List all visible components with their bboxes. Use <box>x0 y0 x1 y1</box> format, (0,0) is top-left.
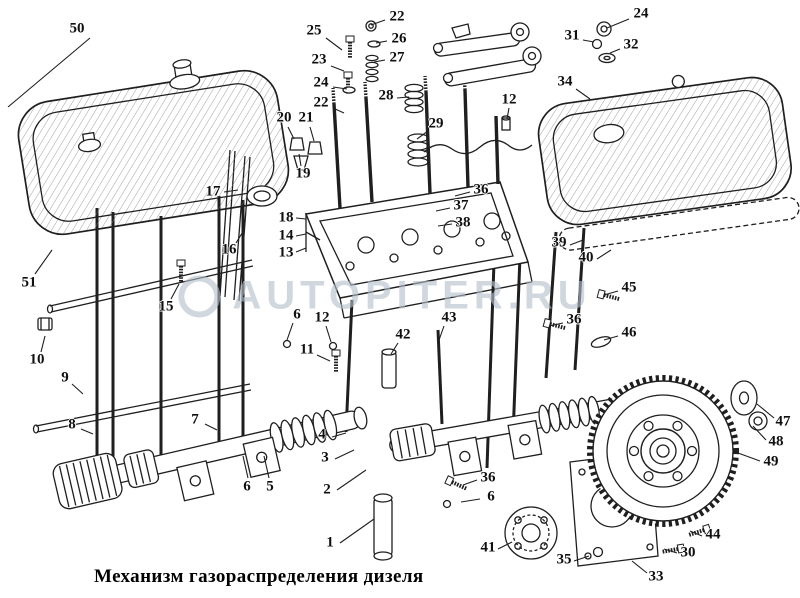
part-label-19: 19 <box>295 165 311 182</box>
part-label-34: 34 <box>557 73 573 90</box>
part-label-18: 18 <box>278 209 294 226</box>
part-label-39: 39 <box>551 234 567 251</box>
part-label-22: 22 <box>389 8 405 25</box>
part-label-25: 25 <box>306 22 322 39</box>
center-bottom-parts <box>282 329 471 561</box>
part-label-4: 4 <box>318 426 326 443</box>
rocker-arms <box>432 22 542 87</box>
part-label-8: 8 <box>68 416 76 433</box>
left-rocker-shaft-assembly <box>52 406 368 510</box>
part-label-6: 6 <box>487 488 495 505</box>
camshaft-gear <box>587 375 739 527</box>
part-label-46: 46 <box>621 324 637 341</box>
top-fasteners <box>246 20 429 252</box>
part-label-24: 24 <box>313 74 329 91</box>
part-label-1: 1 <box>326 534 334 551</box>
cylinder-head <box>304 139 533 319</box>
part-label-11: 11 <box>299 341 315 358</box>
part-label-6: 6 <box>293 306 301 323</box>
part-label-40: 40 <box>578 249 594 266</box>
part-label-50: 50 <box>69 20 85 37</box>
part-label-21: 21 <box>298 109 314 126</box>
part-label-13: 13 <box>278 244 294 261</box>
part-label-15: 15 <box>158 298 174 315</box>
autopiter-logo-icon <box>178 275 221 317</box>
part-label-42: 42 <box>395 326 411 343</box>
watermark: AUTOPITER.RU <box>178 274 591 319</box>
part-label-37: 37 <box>453 197 469 214</box>
part-label-47: 47 <box>775 413 791 430</box>
part-label-12: 12 <box>501 91 517 108</box>
part-label-22: 22 <box>313 94 329 111</box>
part-label-12: 12 <box>314 309 330 326</box>
part-label-5: 5 <box>266 478 274 495</box>
part-label-14: 14 <box>278 227 294 244</box>
part-label-10: 10 <box>29 351 45 368</box>
part-label-20: 20 <box>276 109 292 126</box>
part-label-48: 48 <box>768 433 784 450</box>
part-label-9: 9 <box>61 369 69 386</box>
part-label-49: 49 <box>763 453 779 470</box>
part-label-33: 33 <box>648 568 664 585</box>
left-valve-cover <box>17 59 290 236</box>
part-label-36: 36 <box>566 311 582 328</box>
part-label-36: 36 <box>473 181 489 198</box>
part-label-51: 51 <box>21 274 37 291</box>
part-label-17: 17 <box>205 183 221 200</box>
part-label-35: 35 <box>556 551 572 568</box>
part-label-23: 23 <box>311 51 327 68</box>
part-label-24: 24 <box>633 5 649 22</box>
part-label-36: 36 <box>480 469 496 486</box>
right-valve-cover <box>537 74 800 251</box>
part-label-45: 45 <box>621 279 637 296</box>
part-label-38: 38 <box>455 214 471 231</box>
part-label-27: 27 <box>389 49 405 66</box>
part-label-6: 6 <box>243 478 251 495</box>
part-label-30: 30 <box>680 544 696 561</box>
part-label-43: 43 <box>441 309 457 326</box>
part-label-2: 2 <box>323 481 331 498</box>
part-label-32: 32 <box>623 36 639 53</box>
part-label-41: 41 <box>480 539 496 556</box>
left-small-parts <box>37 258 187 331</box>
head-studs <box>332 89 500 209</box>
part-label-3: 3 <box>321 449 329 466</box>
part-label-28: 28 <box>378 87 394 104</box>
part-label-16: 16 <box>221 241 237 258</box>
camshaft-flange <box>504 506 558 560</box>
part-label-31: 31 <box>564 27 580 44</box>
part-label-26: 26 <box>391 30 407 47</box>
watermark-text: AUTOPITER.RU <box>232 273 592 318</box>
caption: Механизм газораспределения дизеля <box>94 566 424 587</box>
part-label-44: 44 <box>705 526 721 543</box>
part-label-7: 7 <box>191 411 199 428</box>
part-label-29: 29 <box>428 115 444 132</box>
